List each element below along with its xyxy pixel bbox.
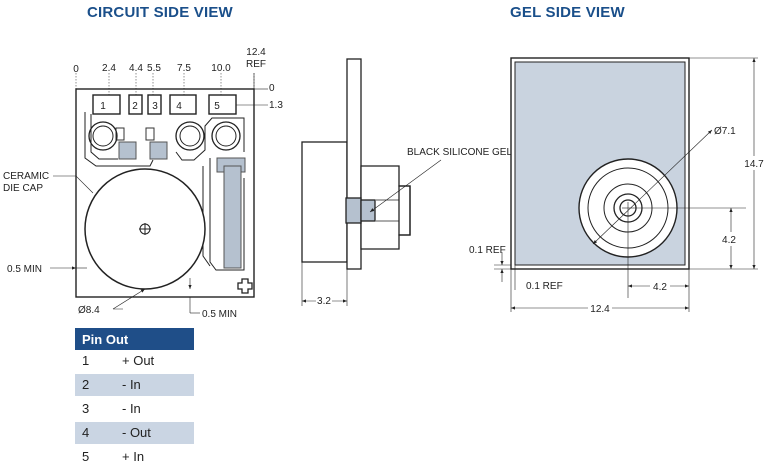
pin-number-5: 5	[214, 101, 220, 112]
dim-right-0: 0	[269, 83, 275, 94]
ceramic-label-line2: DIE CAP	[3, 183, 43, 194]
pin-number-cell: 1	[75, 350, 122, 374]
pin-number-cell: 4	[75, 421, 122, 446]
black-silicone-gel-label: BLACK SILICONE GEL	[407, 147, 512, 158]
circuit-side-title: CIRCUIT SIDE VIEW	[87, 4, 233, 21]
pin-number-3: 3	[152, 101, 158, 112]
cap-profile	[301, 141, 348, 263]
pin-number-1: 1	[100, 101, 106, 112]
left-min-label: 0.5 MIN	[7, 264, 42, 275]
dim-ref-value: 12.4	[246, 47, 266, 58]
gel-side-title: GEL SIDE VIEW	[510, 4, 625, 21]
bottom-min-label: 0.5 MIN	[202, 309, 237, 320]
pin-number-cell: 3	[75, 397, 122, 422]
board-profile	[346, 58, 362, 270]
side-width-label: 3.2	[317, 296, 331, 307]
pin-number-4: 4	[176, 101, 182, 112]
pin-number-cell: 2	[75, 373, 122, 398]
gel-width-label: 12.4	[590, 304, 610, 315]
gel-side-view	[494, 57, 758, 312]
dim-top-5-5: 5.5	[147, 63, 161, 74]
table-row: 5 + In	[75, 445, 194, 468]
pin-function-cell: - Out	[122, 421, 194, 446]
table-row: 3 - In	[75, 397, 194, 422]
gel-center-height-label: 4.2	[722, 235, 736, 246]
gel-ref-vertical-label: 0.1 REF	[469, 245, 506, 256]
side-profile-view	[301, 58, 442, 306]
dim-top-10-0: 10.0	[211, 63, 231, 74]
dim-top-4-4: 4.4	[129, 63, 143, 74]
table-row: 2 - In	[75, 373, 194, 398]
dim-top-2-4: 2.4	[102, 63, 116, 74]
table-row: 4 - Out	[75, 421, 194, 446]
circuit-side-view	[50, 73, 268, 314]
pin-function-cell: - In	[122, 373, 194, 398]
gel-ref-horizontal-label: 0.1 REF	[526, 281, 563, 292]
diameter-label: Ø8.4	[78, 305, 100, 316]
pin-function-cell: + Out	[122, 350, 194, 374]
gel-center-width-label: 4.2	[653, 282, 667, 293]
gel-diameter-label: Ø7.1	[714, 126, 736, 137]
gel-height-label: 14.7	[744, 159, 764, 170]
ceramic-label-line1: CERAMIC	[3, 171, 49, 182]
table-row: 1 + Out	[75, 350, 194, 374]
dim-ref-label: REF	[246, 59, 266, 70]
pin-number-2: 2	[132, 101, 138, 112]
pin-function-cell: + In	[122, 445, 194, 468]
pin-out-header: Pin Out	[75, 328, 194, 350]
circuit-dimension-labels: 0 2.4 4.4 5.5 7.5 10.0 12.4 REF 0 1.3 1 …	[3, 47, 283, 320]
pin-number-cell: 5	[75, 445, 122, 468]
gel-dimension-labels: Ø7.1 14.7 4.2 0.1 REF 0.1 REF 4.2 12.4	[469, 126, 764, 315]
pin-out-table: Pin Out 1 + Out 2 - In 3 - In 4 - Out 5 …	[75, 328, 194, 468]
dim-top-7-5: 7.5	[177, 63, 191, 74]
dim-top-0: 0	[73, 64, 79, 75]
dim-right-1-3: 1.3	[269, 100, 283, 111]
pin-function-cell: - In	[122, 397, 194, 422]
